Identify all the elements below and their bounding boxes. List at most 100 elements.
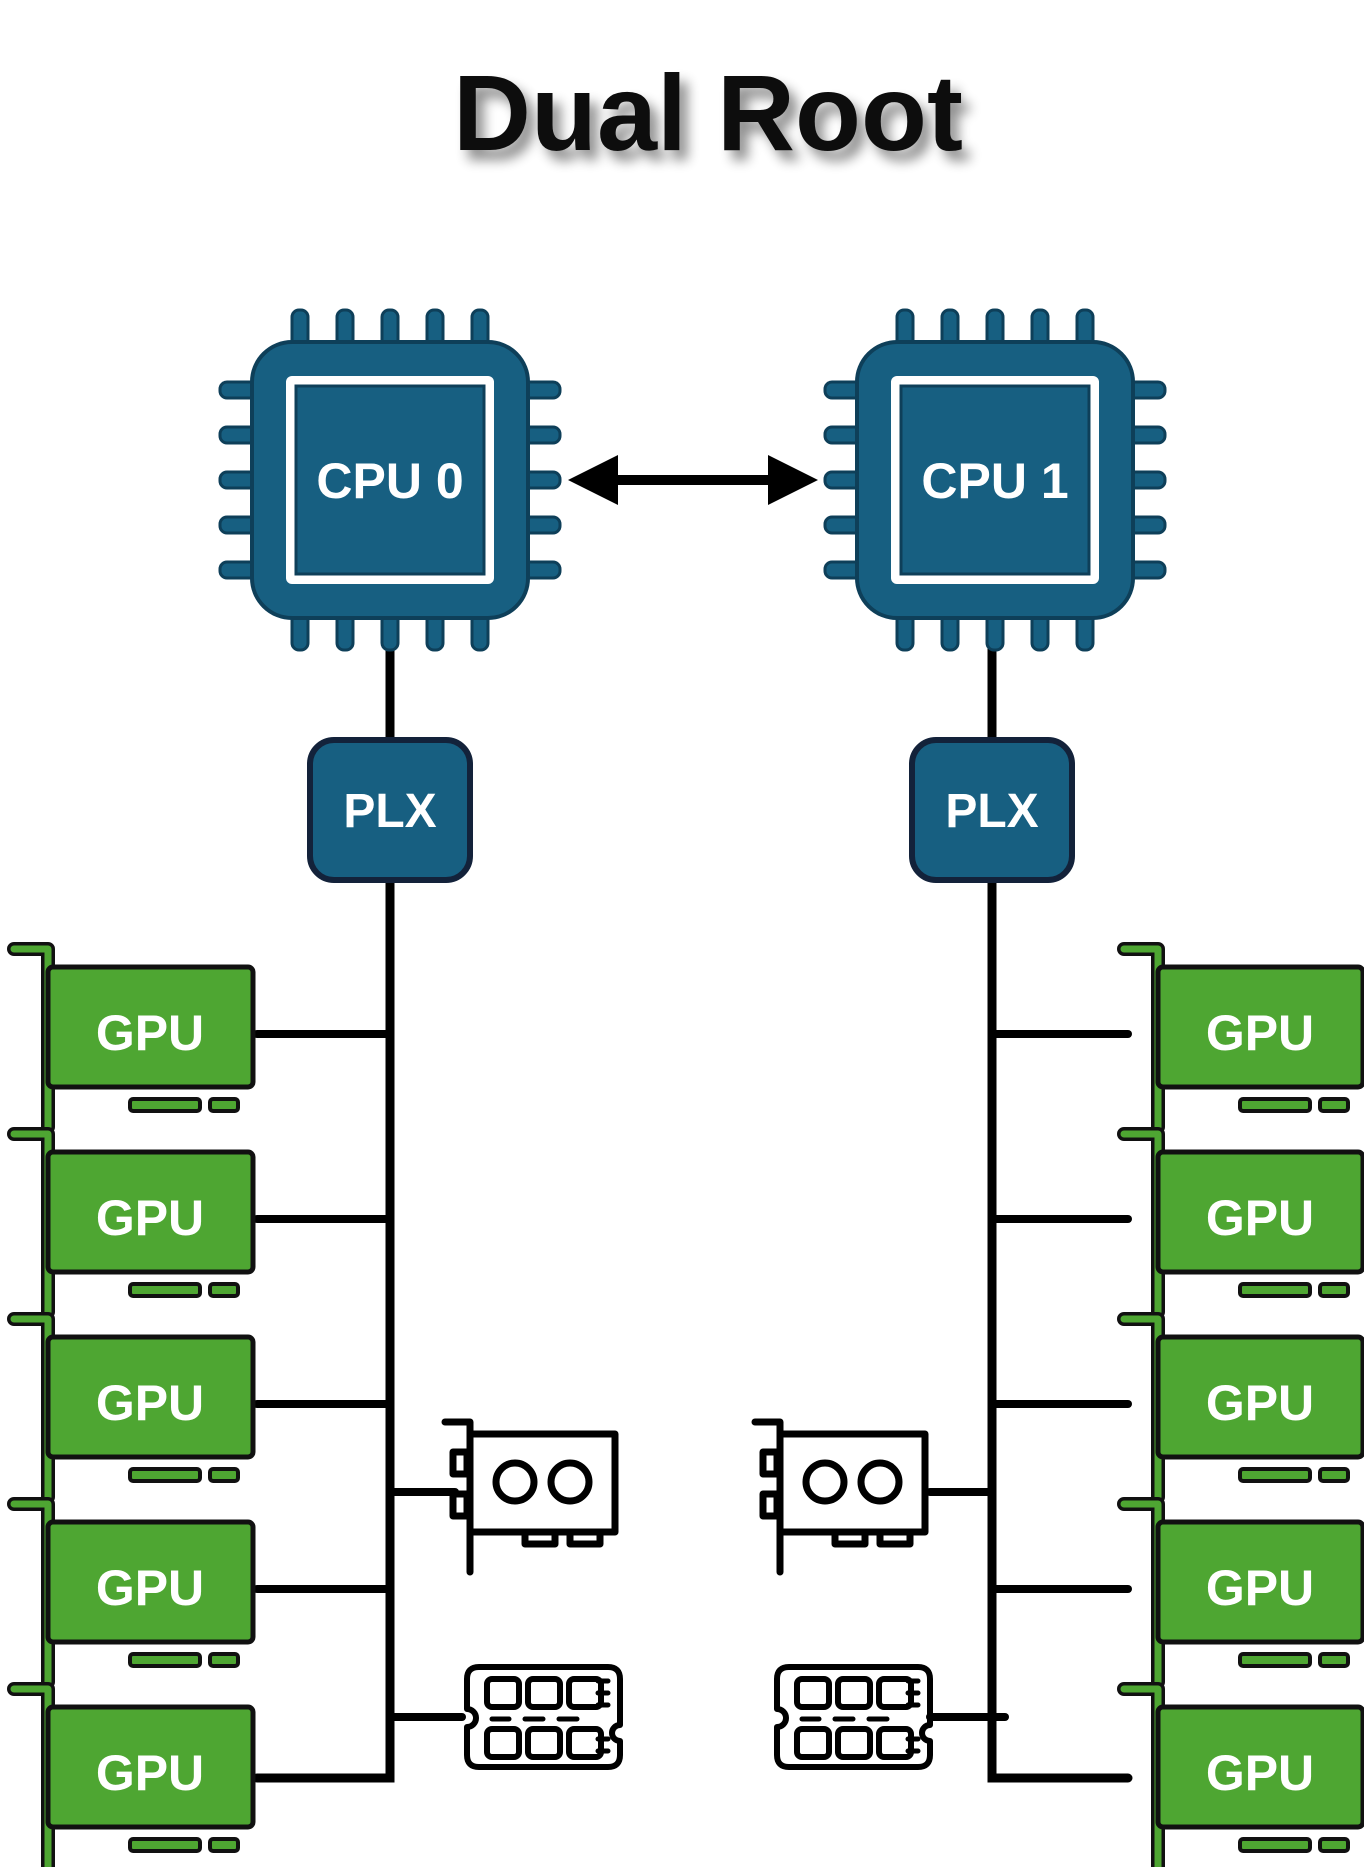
gpu-label: GPU: [96, 1560, 204, 1616]
nvme-ssd-icon: [774, 1664, 933, 1770]
root-complex-left: GPU GPU GPU GPU GPU PLX CPU 0: [7, 308, 623, 1867]
cpu-chip: CPU 0: [218, 308, 562, 652]
gpu-connector: [1318, 1467, 1350, 1483]
gpu-label: GPU: [96, 1005, 204, 1061]
gpu-connector: [1238, 1282, 1312, 1298]
gpu-connector: [128, 1467, 202, 1483]
gpu-connector: [1318, 1837, 1350, 1853]
gpu-card: GPU: [7, 1127, 256, 1319]
nic-port-circle: [802, 1459, 848, 1505]
gpu-board: [1155, 1334, 1364, 1460]
gpu-connector: [1238, 1097, 1312, 1113]
nic-port: [449, 1448, 471, 1478]
nic-board: [466, 1430, 619, 1536]
cpu-interconnect-arrow: [568, 455, 818, 505]
plx-switch: PLX: [909, 737, 1075, 883]
gpu-board: [1155, 1149, 1364, 1275]
gpu-connector: [128, 1282, 202, 1298]
gpu-connector: [208, 1837, 240, 1853]
gpu-connector: [208, 1097, 240, 1113]
ssd-chip: [484, 1676, 522, 1710]
ssd-chip: [835, 1726, 873, 1760]
gpu-connector: [128, 1097, 202, 1113]
gpu-board: [45, 964, 256, 1090]
gpu-card: GPU: [7, 1497, 256, 1689]
gpu-board: [1155, 964, 1364, 1090]
gpu-bracket: [1117, 1127, 1165, 1319]
gpu-connector: [1318, 1282, 1350, 1298]
gpu-connector: [208, 1652, 240, 1668]
gpu-board: [45, 1334, 256, 1460]
nic-connector: [831, 1528, 869, 1548]
gpu-connector: [1238, 1837, 1312, 1853]
gpu-label: GPU: [96, 1375, 204, 1431]
nic-board: [776, 1430, 929, 1536]
gpu-bracket: [7, 1127, 55, 1319]
gpu-label: GPU: [1206, 1560, 1314, 1616]
gpu-connector: [1238, 1652, 1312, 1668]
gpu-bracket: [1117, 1497, 1165, 1689]
gpu-board: [45, 1704, 256, 1830]
nic-connector: [876, 1528, 914, 1548]
ssd-outline: [464, 1664, 623, 1770]
nic-connector: [521, 1528, 559, 1548]
nic-port: [759, 1490, 781, 1520]
gpu-connector: [1238, 1467, 1312, 1483]
gpu-bracket: [7, 1497, 55, 1689]
root-complex-right: GPU GPU GPU GPU GPU PLX CPU 1: [751, 308, 1364, 1867]
cpu-label: CPU 0: [316, 453, 463, 509]
gpu-bracket: [7, 942, 55, 1134]
plx-switch: PLX: [307, 737, 473, 883]
gpu-card: GPU: [1117, 1312, 1364, 1504]
gpu-connector: [208, 1467, 240, 1483]
gpu-card: GPU: [1117, 942, 1364, 1134]
pcie-bus: [252, 870, 395, 1783]
gpu-connector: [1318, 1097, 1350, 1113]
ssd-chip: [484, 1726, 522, 1760]
ssd-chip: [835, 1676, 873, 1710]
cpu-die: [899, 384, 1091, 576]
gpu-label: GPU: [1206, 1190, 1314, 1246]
gpu-label: GPU: [1206, 1005, 1314, 1061]
nic-port: [449, 1490, 471, 1520]
network-card-icon: [441, 1418, 619, 1576]
ssd-outline: [774, 1664, 933, 1770]
network-card-icon: [751, 1418, 929, 1576]
diagram-title: Dual Root: [453, 52, 963, 173]
gpu-card: GPU: [7, 942, 256, 1134]
pcie-bus: [987, 870, 1133, 1783]
gpu-connector: [128, 1652, 202, 1668]
gpu-card: GPU: [1117, 1682, 1364, 1867]
gpu-board: [1155, 1704, 1364, 1830]
cpu-chip: CPU 1: [823, 308, 1167, 652]
plx-label: PLX: [343, 785, 436, 838]
plx-box: [909, 737, 1075, 883]
gpu-card: GPU: [1117, 1497, 1364, 1689]
nic-port-circle: [857, 1459, 903, 1505]
ssd-chip: [876, 1726, 914, 1760]
gpu-board: [1155, 1519, 1364, 1645]
gpu-card: GPU: [7, 1312, 256, 1504]
gpu-label: GPU: [96, 1190, 204, 1246]
nic-port: [759, 1448, 781, 1478]
ssd-chip: [525, 1676, 563, 1710]
ssd-chip: [794, 1726, 832, 1760]
nvme-ssd-icon: [464, 1664, 623, 1770]
gpu-connector: [1318, 1652, 1350, 1668]
nic-port-circle: [492, 1459, 538, 1505]
ssd-chip: [525, 1726, 563, 1760]
gpu-board: [45, 1149, 256, 1275]
gpu-bracket: [1117, 1312, 1165, 1504]
gpu-bracket: [7, 1682, 55, 1867]
cpu-label: CPU 1: [921, 453, 1068, 509]
ssd-chip: [794, 1676, 832, 1710]
nic-connector: [566, 1528, 604, 1548]
gpu-label: GPU: [1206, 1375, 1314, 1431]
gpu-bracket: [7, 1312, 55, 1504]
ssd-chip: [566, 1726, 604, 1760]
gpu-label: GPU: [1206, 1745, 1314, 1801]
gpu-card: GPU: [7, 1682, 256, 1867]
plx-box: [307, 737, 473, 883]
gpu-board: [45, 1519, 256, 1645]
